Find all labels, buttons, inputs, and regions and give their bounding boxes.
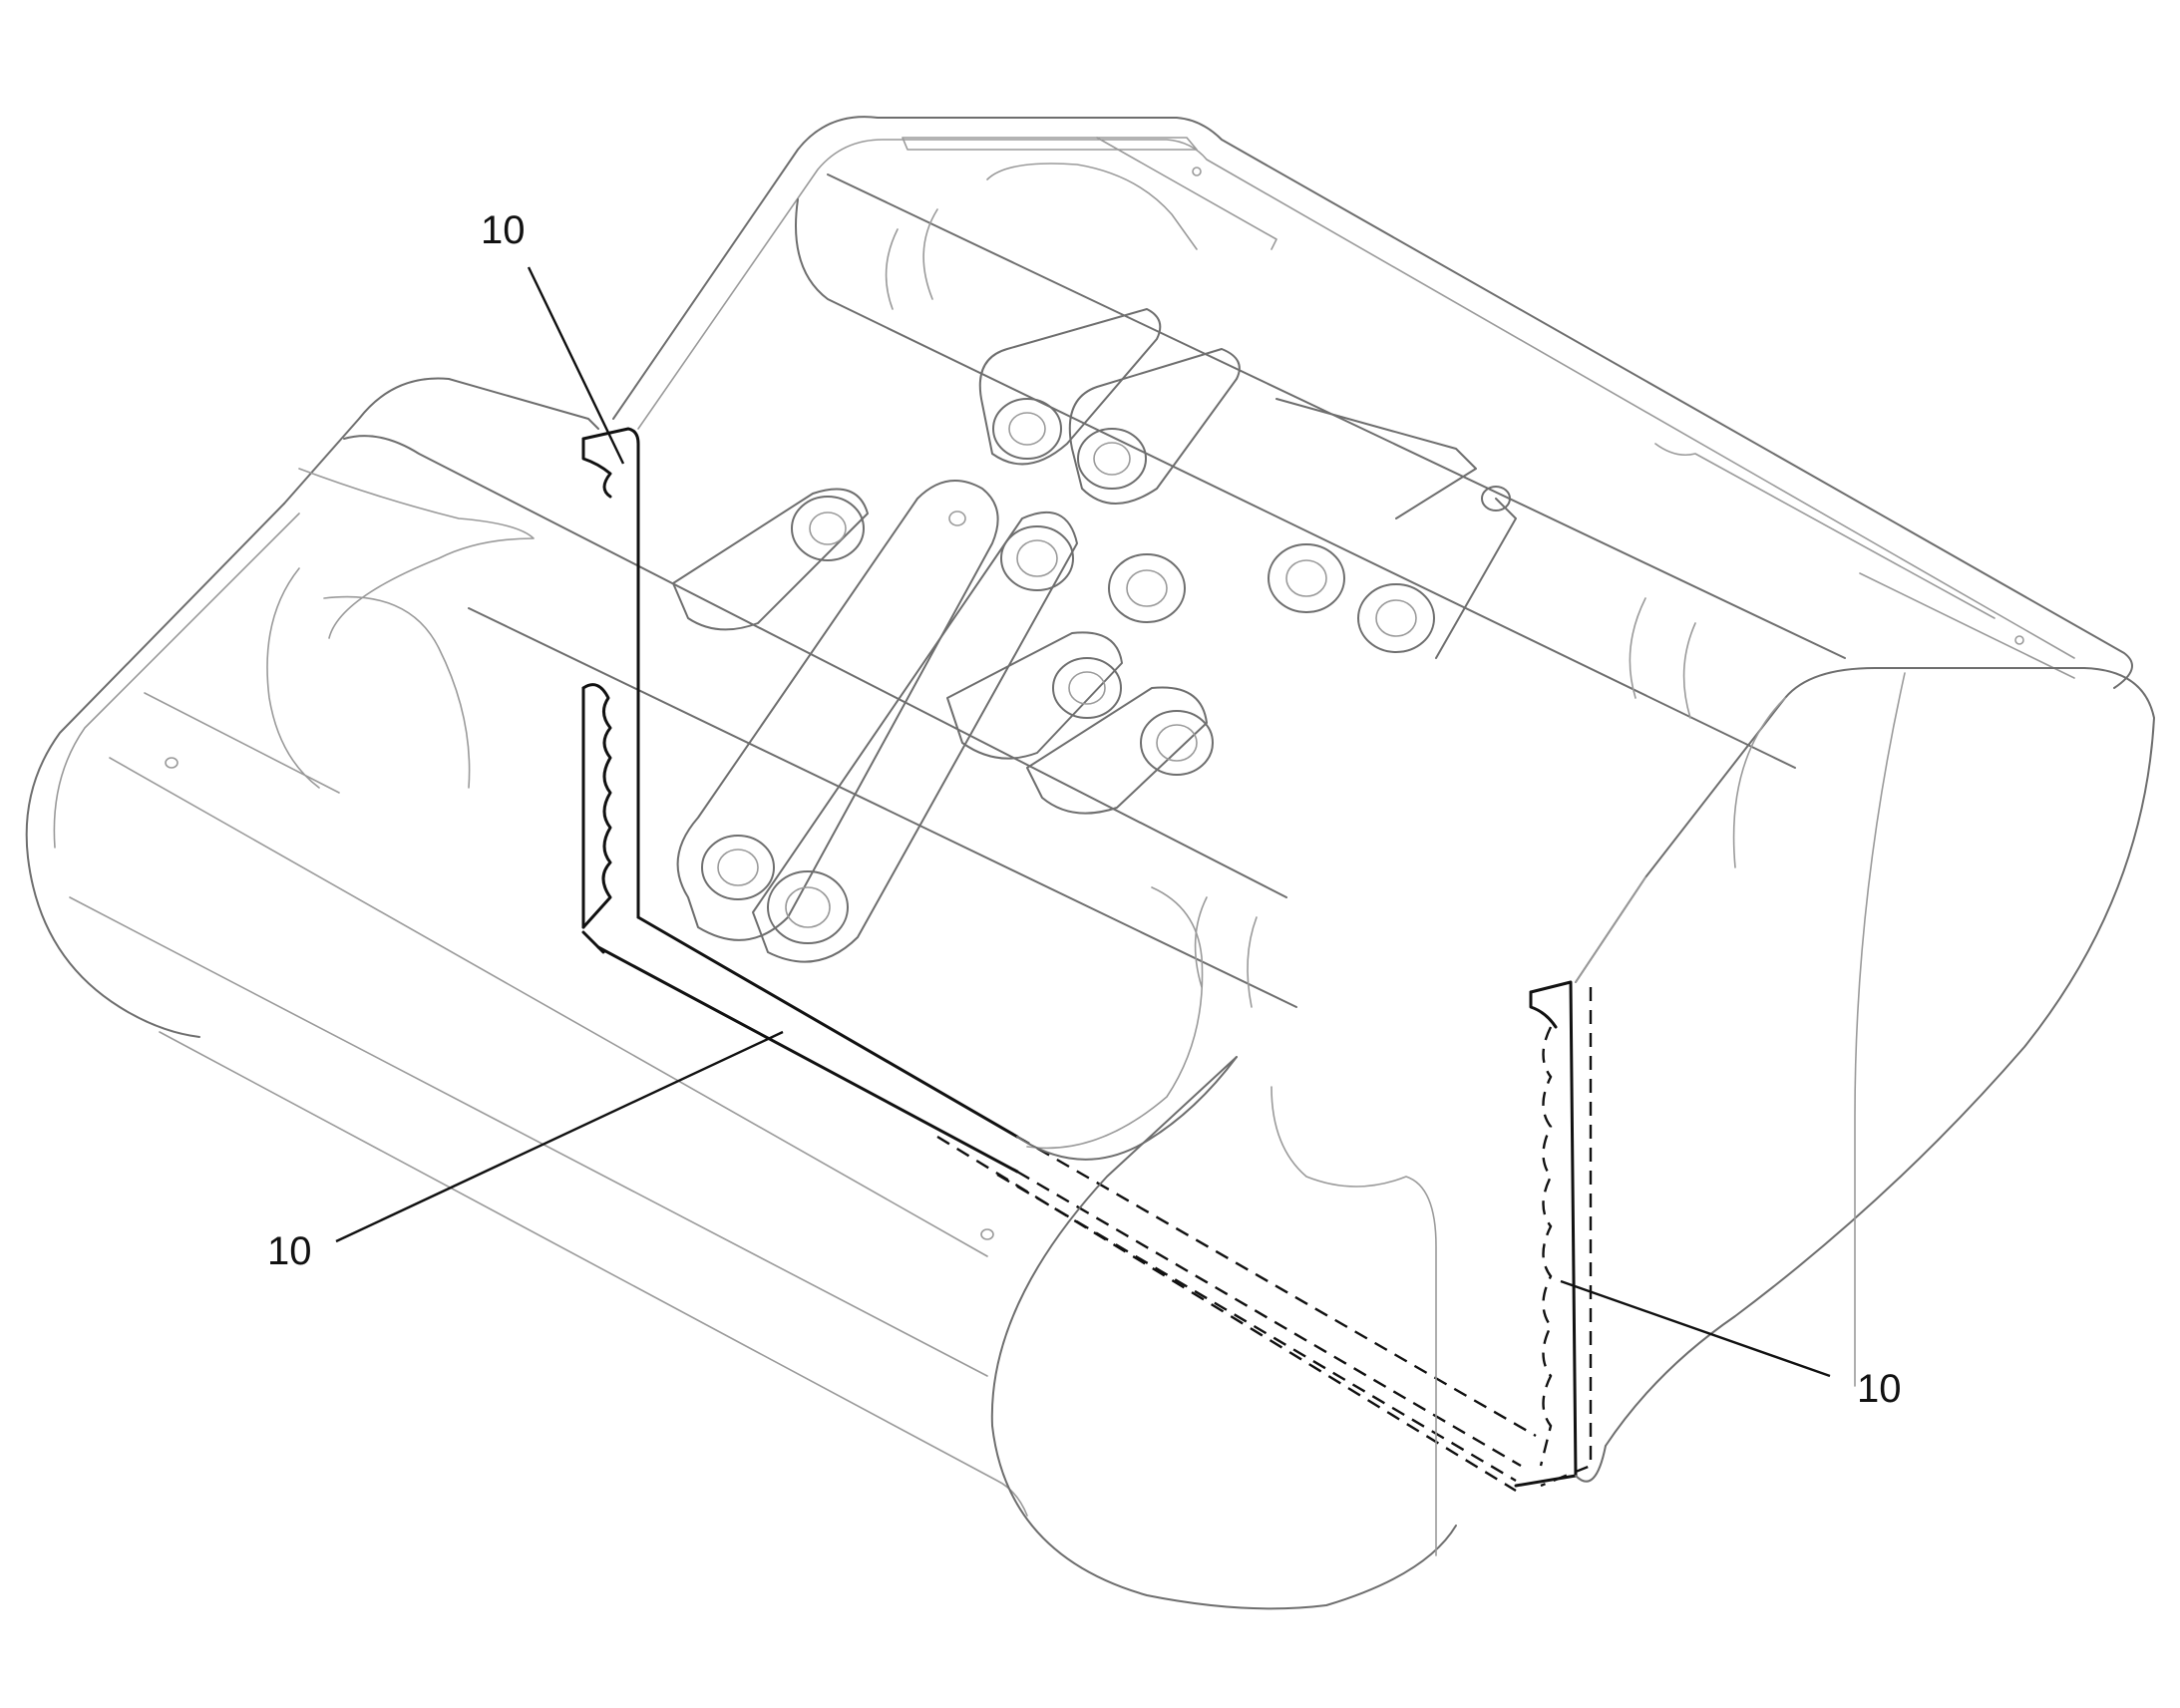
leader-right [1560, 1279, 1831, 1378]
wear-liner-left [581, 427, 1019, 1174]
link-plate [676, 480, 1078, 963]
lug-upper-5 [1435, 486, 1517, 659]
lug-middle-2 [1000, 525, 1186, 623]
wear-liner-right [1514, 980, 1593, 1488]
front-lip [990, 1056, 1607, 1610]
lug-upper-3 [1268, 398, 1477, 613]
lug-upper-2 [1068, 348, 1241, 505]
linkage-assembly [672, 308, 1517, 963]
leader-top-left [527, 266, 625, 465]
leader-bottom-left [335, 1030, 784, 1243]
lug-upper-1 [978, 308, 1162, 466]
lower-shaft [298, 435, 1297, 1150]
front-bucket-body [25, 377, 1028, 1517]
upper-shaft [795, 173, 1846, 769]
right-end-cap [1575, 667, 2155, 1447]
lug-middle-1 [672, 488, 869, 631]
lug-upper-4 [1357, 583, 1435, 653]
callout-bottom-left: 10 [267, 1229, 312, 1273]
lug-lower-3 [701, 835, 849, 944]
callout-right: 10 [1857, 1367, 1902, 1411]
lug-lower-1 [946, 631, 1123, 760]
rear-bucket-body [612, 116, 2133, 689]
wear-liner-hidden [936, 1135, 1537, 1493]
callout-top-left: 10 [481, 208, 526, 252]
lug-lower-2 [1026, 686, 1214, 815]
